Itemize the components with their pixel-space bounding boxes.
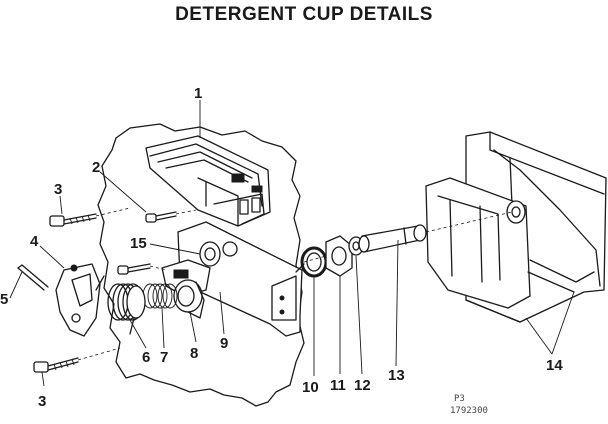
callout-2: 2	[92, 159, 100, 176]
callout-4: 4	[30, 233, 39, 250]
callout-5: 5	[0, 291, 8, 308]
part-1-detergent-cup	[145, 135, 271, 227]
callout-11: 11	[330, 377, 346, 394]
callout-3-upper: 3	[54, 181, 62, 198]
plate-screw	[117, 263, 151, 275]
part-10-o-ring	[300, 246, 328, 278]
leader-lines	[9, 100, 575, 387]
part-3-screw-upper	[49, 213, 97, 227]
callout-14: 14	[546, 357, 563, 374]
part-14-cup-housing	[425, 131, 607, 323]
stamp-line-2: 1792300	[450, 406, 488, 416]
callout-3-lower: 3	[38, 393, 46, 410]
callout-13: 13	[388, 367, 405, 384]
part-11-nut	[325, 235, 353, 277]
callout-10: 10	[302, 379, 319, 396]
callout-15: 15	[130, 235, 147, 252]
callout-8: 8	[190, 345, 198, 362]
callout-1: 1	[194, 85, 202, 102]
part-8-spring-cup	[173, 279, 205, 319]
callout-7: 7	[160, 349, 168, 366]
part-2-screw	[145, 211, 177, 223]
callout-labels: 1 2 3 4 5 3 15 6 7 8 9 10 11 12 13 14	[0, 85, 563, 410]
callout-6: 6	[142, 349, 150, 366]
part-13-pivot-shaft	[358, 224, 427, 253]
assembly-guide-lines	[77, 207, 513, 361]
part-6-coil-spring	[107, 283, 146, 335]
door-panel-outline	[97, 123, 305, 407]
part-5-pin	[17, 264, 49, 291]
part-3-screw-lower	[33, 357, 79, 373]
stamp-line-1: P3	[454, 394, 465, 404]
callout-12: 12	[354, 377, 371, 394]
part-4-latch-bracket	[55, 263, 105, 337]
diagram-title: DETERGENT CUP DETAILS	[175, 4, 433, 25]
callout-9: 9	[220, 335, 228, 352]
